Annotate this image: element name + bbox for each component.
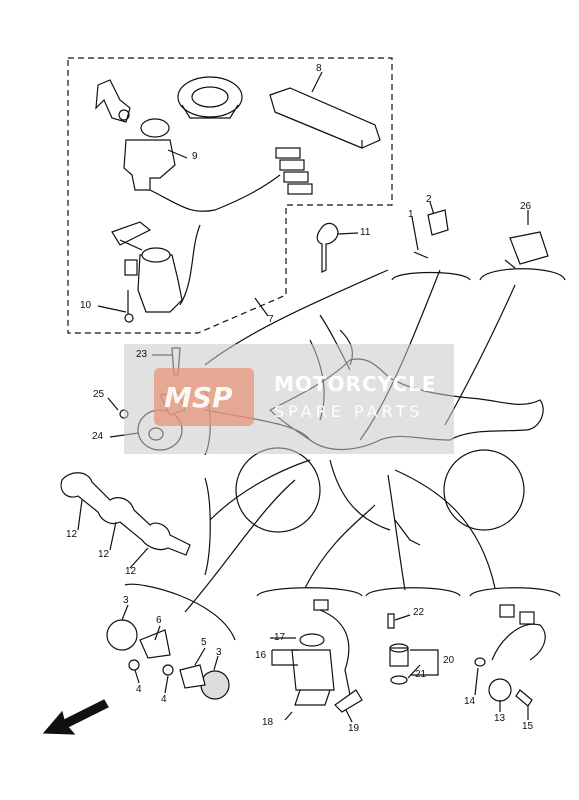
callout-15: 15 (522, 721, 534, 732)
callout-12-c: 12 (125, 566, 137, 577)
watermark-line2: SPARE PARTS (274, 402, 424, 421)
callout-24: 24 (92, 431, 104, 442)
callout-10: 10 (80, 300, 92, 311)
relay-26-part (509, 231, 549, 265)
key-part (111, 221, 152, 246)
key-set-boundary (67, 57, 393, 334)
callout-6: 6 (156, 615, 162, 626)
lock-cylinder-part (95, 79, 131, 123)
callout-11: 11 (360, 227, 371, 238)
callout-19: 19 (348, 723, 360, 734)
callout-4-a: 4 (136, 684, 142, 695)
main-switch-part (123, 139, 176, 191)
reflector-part (106, 619, 138, 651)
ignition-assembly-part (137, 254, 183, 313)
callout-1: 1 (408, 209, 414, 220)
callout-7: 7 (268, 314, 274, 325)
fuel-pump-part (291, 649, 335, 691)
callout-14: 14 (464, 696, 476, 707)
callout-26: 26 (520, 201, 532, 212)
key-11-part (316, 222, 339, 273)
callout-16: 16 (255, 650, 267, 661)
callout-20: 20 (443, 655, 455, 666)
callout-17: 17 (274, 632, 286, 643)
gear-sensor-part (488, 678, 512, 702)
callout-13: 13 (494, 713, 506, 724)
callout-22: 22 (413, 607, 425, 618)
watermark-line1: MOTORCYCLE (274, 372, 437, 396)
callout-3-a: 3 (123, 595, 129, 606)
handlebar-switches-part (60, 472, 191, 556)
watermark-logo-text: MSP (164, 381, 233, 414)
front-direction-arrow (42, 699, 109, 735)
watermark-logo: MSP (154, 368, 254, 426)
callout-18: 18 (262, 717, 274, 728)
callout-3-b: 3 (216, 647, 222, 658)
callout-25: 25 (93, 389, 105, 400)
callout-21: 21 (415, 669, 427, 680)
callout-5: 5 (201, 637, 207, 648)
callout-9: 9 (192, 151, 198, 162)
seat-lock-part (269, 87, 381, 149)
callout-23: 23 (136, 349, 148, 360)
callout-4-b: 4 (161, 694, 167, 705)
callout-12-a: 12 (66, 529, 78, 540)
fuel-cap-part (177, 76, 243, 118)
callout-2: 2 (426, 194, 432, 205)
callout-8: 8 (316, 63, 322, 74)
watermark: MSP MOTORCYCLE SPARE PARTS (124, 344, 454, 454)
callout-12-b: 12 (98, 549, 110, 560)
sensor-part (389, 647, 409, 667)
